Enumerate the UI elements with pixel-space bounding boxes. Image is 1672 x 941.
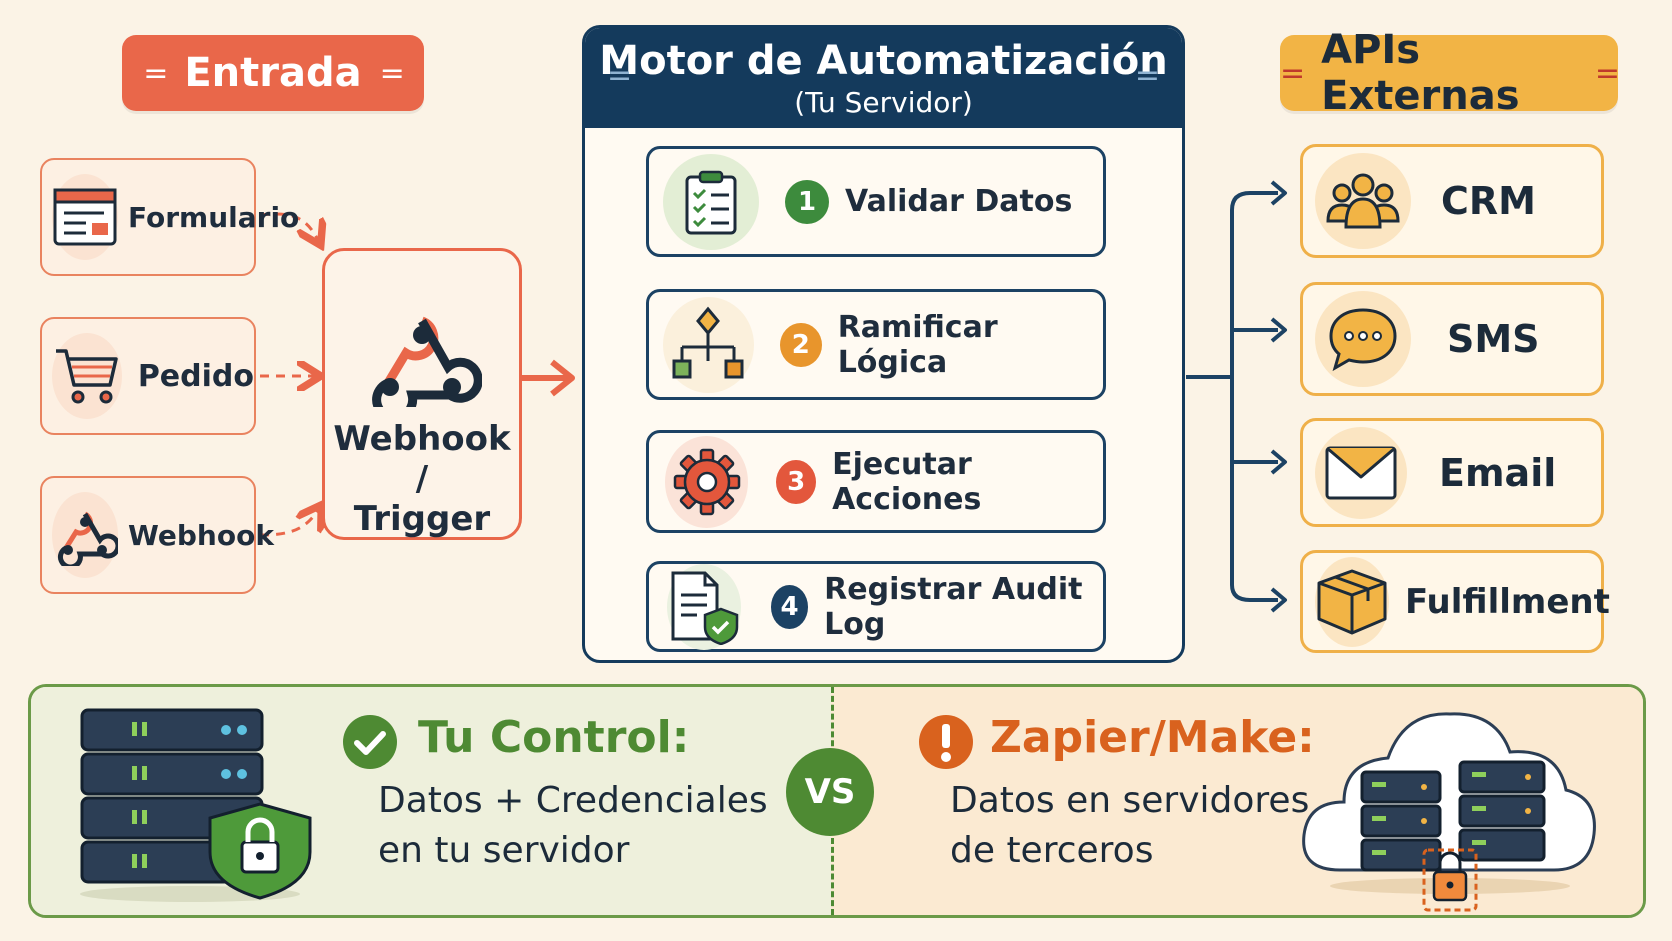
api-card-sms: SMS bbox=[1300, 282, 1604, 396]
gear-icon bbox=[665, 435, 749, 528]
document-shield-icon bbox=[667, 563, 741, 650]
api-card-email: Email bbox=[1300, 418, 1604, 527]
webhook-icon bbox=[52, 492, 118, 578]
clipboard-icon bbox=[663, 153, 759, 250]
arrow-formulario bbox=[259, 212, 318, 240]
dash-right-icon: = bbox=[1594, 55, 1620, 91]
step-2: 2 Ramificar Lógica bbox=[646, 289, 1106, 400]
step-1: 1 Validar Datos bbox=[646, 146, 1106, 257]
step-3: 3 Ejecutar Acciones bbox=[646, 430, 1106, 533]
dash-left-icon: = bbox=[143, 55, 168, 91]
users-icon bbox=[1315, 153, 1411, 249]
control-title: Tu Control: bbox=[418, 712, 690, 763]
step-number-badge: 2 bbox=[779, 322, 822, 367]
step-label: Ramificar Lógica bbox=[837, 309, 998, 380]
webhook-icon bbox=[325, 307, 519, 423]
dash-left-icon: = bbox=[607, 58, 633, 93]
server-rack-icon bbox=[70, 702, 320, 906]
dash-left-icon: = bbox=[1280, 55, 1305, 91]
api-label: Fulfillment bbox=[1405, 581, 1610, 622]
input-card-formulario: Formulario bbox=[40, 158, 299, 276]
input-card-pedido: Pedido bbox=[40, 317, 256, 435]
entrada-title: Entrada bbox=[184, 50, 362, 96]
input-label: Pedido bbox=[137, 358, 254, 394]
step-label: Registrar Audit Log bbox=[824, 571, 1083, 642]
cloud-servers-icon bbox=[1300, 690, 1600, 919]
input-label: Webhook bbox=[128, 518, 274, 552]
zapier-line2: de terceros bbox=[950, 830, 1154, 871]
input-label: Formulario bbox=[128, 200, 300, 234]
warning-icon bbox=[916, 712, 976, 776]
chat-icon bbox=[1315, 291, 1411, 387]
zapier-line1: Datos en servidores bbox=[950, 780, 1310, 821]
cart-icon bbox=[52, 333, 122, 419]
motor-subtitle: (Tu Servidor) bbox=[794, 86, 973, 119]
step-label: Validar Datos bbox=[845, 184, 1073, 219]
control-line1: Datos + Credenciales bbox=[378, 780, 768, 821]
dash-right-icon: = bbox=[379, 55, 405, 91]
vs-badge: VS bbox=[786, 748, 874, 836]
api-label: CRM bbox=[1441, 179, 1536, 223]
api-label: Email bbox=[1439, 450, 1557, 495]
dash-right-icon: = bbox=[1134, 58, 1160, 93]
fanout-connector bbox=[1186, 191, 1278, 602]
arrow-webhook bbox=[259, 510, 318, 537]
api-card-crm: CRM bbox=[1300, 144, 1604, 258]
apis-header: = APIs Externas = bbox=[1280, 27, 1620, 119]
step-label: Ejecutar Acciones bbox=[832, 446, 982, 517]
step-number-badge: 1 bbox=[785, 179, 829, 224]
motor-title: Motor de Automatización bbox=[599, 38, 1168, 84]
box-icon bbox=[1315, 556, 1389, 647]
form-icon bbox=[52, 174, 118, 260]
trigger-line1: Webhook / bbox=[333, 419, 511, 499]
control-line2: en tu servidor bbox=[378, 830, 630, 871]
zapier-title: Zapier/Make: bbox=[990, 712, 1315, 763]
trigger-box: Webhook / Trigger bbox=[322, 248, 522, 540]
step-4: 4 Registrar Audit Log bbox=[646, 561, 1106, 652]
trigger-line2: Trigger bbox=[353, 499, 491, 539]
entrada-header: = Entrada = bbox=[122, 35, 424, 111]
api-label: SMS bbox=[1447, 317, 1540, 361]
apis-title: APIs Externas bbox=[1321, 27, 1520, 119]
step-number-badge: 4 bbox=[771, 584, 809, 629]
input-card-webhook: Webhook bbox=[40, 476, 274, 594]
check-icon bbox=[340, 712, 400, 776]
motor-header: Motor de Automatización (Tu Servidor) = … bbox=[585, 28, 1182, 128]
mail-icon bbox=[1315, 426, 1407, 519]
branch-icon bbox=[663, 296, 754, 393]
step-number-badge: 3 bbox=[776, 459, 817, 504]
api-card-fulfillment: Fulfillment bbox=[1300, 550, 1610, 653]
